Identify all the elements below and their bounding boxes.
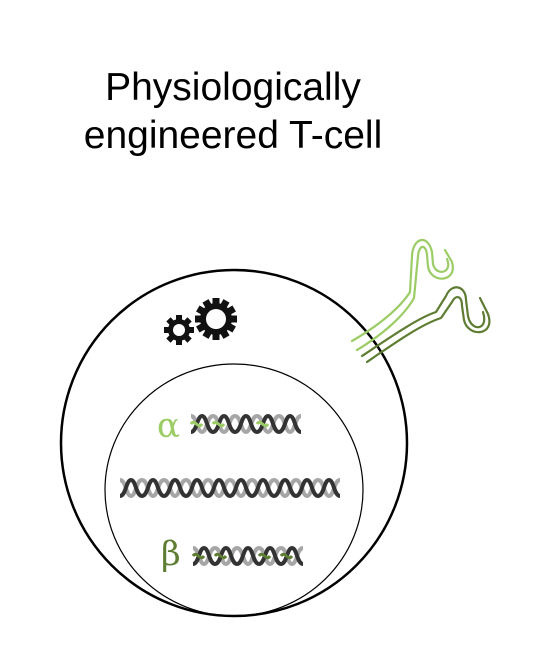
beta-label: β bbox=[161, 534, 181, 574]
alpha-label: α bbox=[157, 406, 180, 446]
title-line-1: Physiologically bbox=[105, 66, 361, 109]
endogenous-dna bbox=[118, 478, 342, 498]
tcr-beta-chain-inner bbox=[365, 296, 491, 364]
tcr-alpha-chain-inner bbox=[355, 245, 454, 352]
alpha-tcr-gene-dna bbox=[189, 414, 303, 434]
beta-tcr-gene-dna bbox=[191, 546, 305, 566]
title-line-2: engineered T-cell bbox=[83, 114, 383, 157]
tcr-beta-chain bbox=[360, 286, 486, 358]
nucleus bbox=[104, 363, 364, 617]
gears-icon bbox=[164, 298, 237, 345]
t-cell-receptor-icon bbox=[350, 239, 491, 364]
tcr-alpha-chain bbox=[350, 239, 450, 343]
diagram-title: Physiologically engineered T-cell bbox=[0, 64, 466, 160]
